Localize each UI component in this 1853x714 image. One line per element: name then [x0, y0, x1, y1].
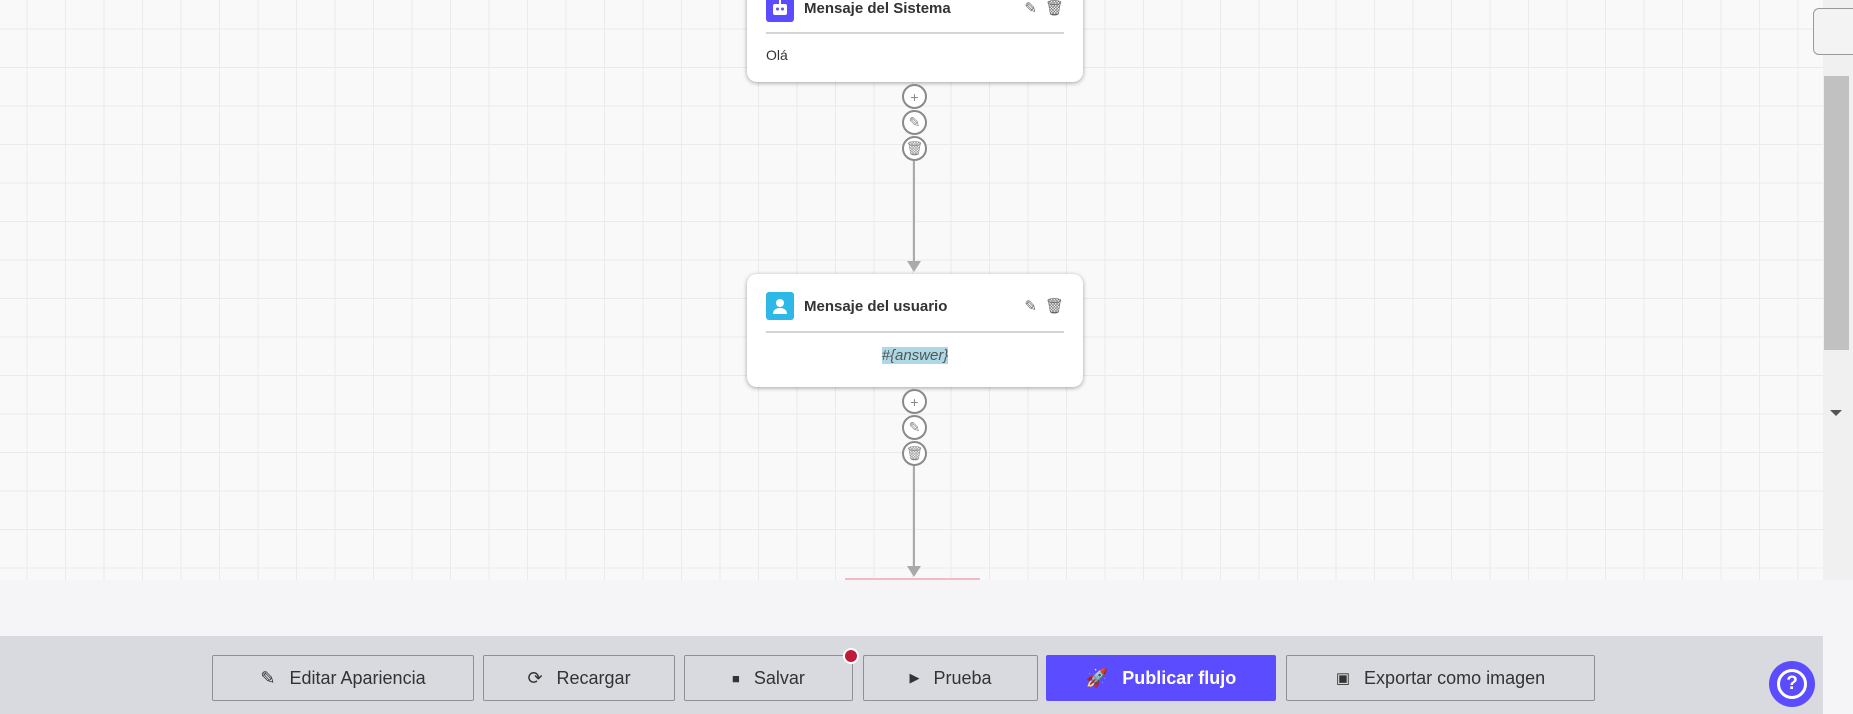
help-button[interactable]: ?	[1769, 661, 1815, 707]
connector-arrow	[907, 261, 921, 272]
unsaved-changes-indicator	[843, 648, 859, 664]
node-user-message[interactable]: Mensaje del usuario ✎ 🗑 #{answer}	[747, 274, 1083, 387]
divider	[766, 32, 1064, 34]
trash-icon[interactable]: 🗑	[1044, 298, 1064, 315]
export-image-button[interactable]: ▣ Exportar como imagen	[1286, 655, 1595, 701]
refresh-icon: ⟳	[527, 667, 543, 688]
reload-button[interactable]: ⟳ Recargar	[483, 655, 675, 701]
button-label: Editar Apariencia	[289, 667, 426, 688]
question-icon: ?	[1777, 669, 1807, 699]
edit-appearance-button[interactable]: ✎ Editar Apariencia	[212, 655, 474, 701]
rocket-icon: 🚀	[1085, 667, 1109, 688]
delete-connection-button[interactable]: 🗑	[902, 441, 927, 466]
robot-icon	[766, 0, 794, 22]
edit-connection-button[interactable]: ✎	[902, 110, 927, 135]
save-icon: ■	[732, 670, 740, 686]
divider	[766, 331, 1064, 333]
scroll-down-arrow-icon[interactable]	[1830, 410, 1842, 416]
edit-connection-button[interactable]: ✎	[902, 415, 927, 440]
edit-pencil-icon[interactable]: ✎	[1024, 0, 1037, 17]
flow-canvas[interactable]: Mensaje del Sistema ✎ 🗑 Olá + ✎ 🗑 Mensaj…	[0, 0, 1823, 580]
add-node-button[interactable]: +	[902, 389, 927, 414]
next-node-edge	[845, 578, 980, 580]
publish-flow-button[interactable]: 🚀 Publicar flujo	[1046, 655, 1276, 701]
node-title: Mensaje del usuario	[804, 297, 948, 315]
delete-connection-button[interactable]: 🗑	[902, 136, 927, 161]
node-content: #{answer}	[881, 347, 949, 364]
edit-pencil-icon[interactable]: ✎	[1024, 298, 1037, 315]
connector-arrow	[907, 566, 921, 577]
button-label: Salvar	[753, 667, 805, 688]
node-title: Mensaje del Sistema	[804, 0, 951, 17]
node-content: Olá	[766, 47, 788, 63]
side-panel-toggle[interactable]	[1813, 8, 1853, 55]
bottom-toolbar: ✎ Editar Apariencia ⟳ Recargar ■ Salvar ▶ Pr…	[0, 636, 1823, 714]
button-label: Exportar como imagen	[1364, 667, 1546, 688]
scrollbar-thumb[interactable]	[1824, 76, 1849, 350]
test-button[interactable]: ▶ Prueba	[863, 655, 1038, 701]
button-label: Recargar	[556, 667, 631, 688]
button-label: Prueba	[933, 667, 992, 688]
node-system-message[interactable]: Mensaje del Sistema ✎ 🗑 Olá	[747, 0, 1083, 82]
connector-line	[913, 466, 915, 566]
save-button[interactable]: ■ Salvar	[684, 655, 853, 701]
image-icon: ▣	[1335, 670, 1351, 687]
play-icon: ▶	[909, 670, 920, 685]
button-label: Publicar flujo	[1122, 667, 1237, 688]
user-icon	[766, 292, 794, 320]
connector-line	[913, 161, 915, 261]
edit-icon: ✎	[260, 667, 276, 688]
trash-icon[interactable]: 🗑	[1044, 0, 1064, 17]
add-node-button[interactable]: +	[902, 84, 927, 109]
